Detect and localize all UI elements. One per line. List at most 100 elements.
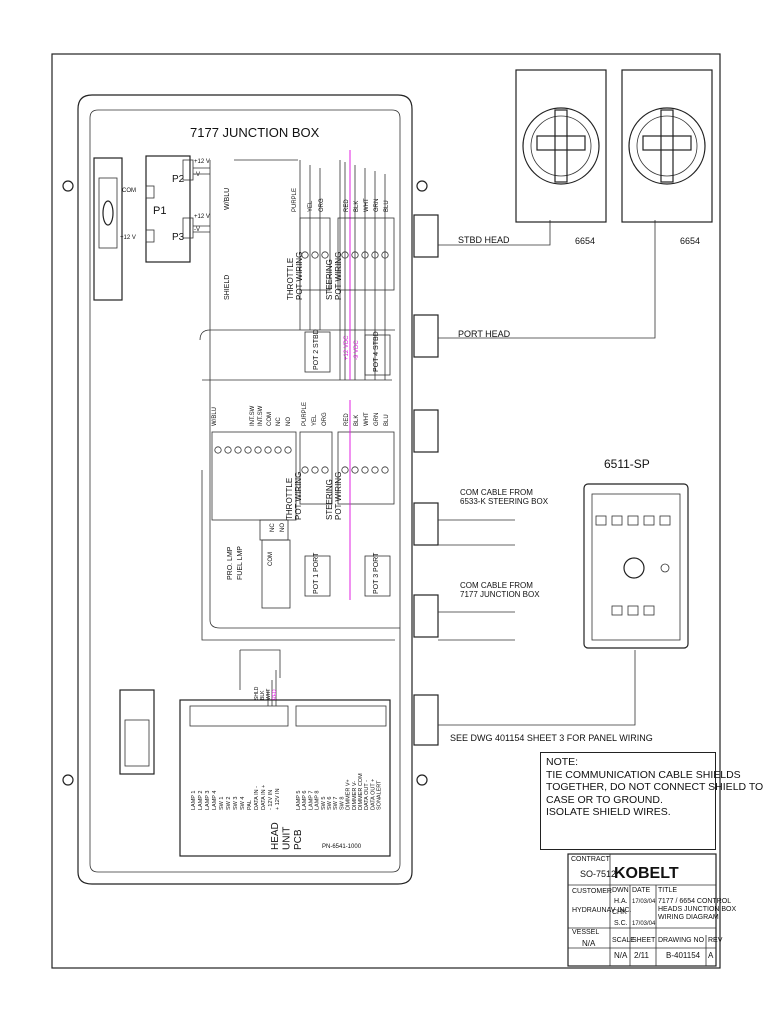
pcb-wire-label: BLK [260, 690, 266, 700]
pcb-terminal-label: DATA IN + [261, 785, 267, 810]
pot4-stbd [364, 334, 391, 376]
svg-text:YEL: YEL [308, 200, 314, 212]
svg-text:PN-6541-1000: PN-6541-1000 [322, 844, 362, 850]
terminal-screw [224, 446, 232, 454]
svg-text:6654: 6654 [680, 236, 700, 246]
pcb-terminal-label: LAMP 2 [198, 791, 204, 810]
company-logo: KOBELT [614, 865, 679, 882]
svg-text:CHK: CHK [612, 909, 627, 916]
terminal-screw [264, 446, 272, 454]
pcb-terminal-label: SW 6 [327, 797, 333, 810]
terminal-screw [381, 251, 389, 259]
svg-text:RED: RED [344, 413, 350, 426]
terminal-screw [311, 466, 319, 474]
svg-text:PURPLE: PURPLE [292, 188, 298, 212]
svg-text:-V: -V [194, 172, 200, 178]
terminal-screw [321, 466, 329, 474]
svg-text:THROTTLEPOT WIRING: THROTTLEPOT WIRING [285, 472, 303, 520]
svg-text:+12 VDC: +12 VDC [344, 335, 350, 360]
svg-text:2/11: 2/11 [634, 951, 650, 960]
svg-text:NC: NC [276, 417, 282, 426]
pot2-stbd [304, 331, 331, 373]
svg-text:POT 4 STBD: POT 4 STBD [373, 331, 380, 372]
svg-text:B-401154: B-401154 [666, 951, 701, 960]
svg-text:NC: NC [270, 523, 276, 532]
pcb-terminal-label: LAMP 6 [302, 791, 308, 810]
pot3-port [364, 555, 391, 597]
svg-text:GRN: GRN [374, 413, 380, 426]
pcb-terminal-label: PAL [247, 800, 253, 810]
svg-text:FUEL LMP: FUEL LMP [237, 546, 244, 580]
upper-pot-terminals: PURPLE YEL ORG RED BLK WHT GRN BLU THROT… [286, 150, 395, 380]
svg-text:SHIELD: SHIELD [224, 275, 231, 300]
see-dwg-note: SEE DWG 401154 SHEET 3 FOR PANEL WIRING [450, 733, 653, 743]
pcb-terminal-label: SW 3 [233, 797, 239, 810]
pcb-terminal-label: SW 5 [321, 797, 327, 810]
svg-text:P2: P2 [172, 174, 185, 185]
note-line: TOGETHER, DO NOT CONNECT SHIELD TO [546, 781, 764, 794]
pcb-terminal-label: DATA OUT - [364, 780, 370, 810]
terminal-screw [381, 466, 389, 474]
terminal-screw [234, 446, 242, 454]
svg-text:NO: NO [286, 417, 292, 426]
svg-text:BLU: BLU [384, 200, 390, 212]
pcb-terminal-label: LAMP 3 [205, 791, 211, 810]
svg-text:HEADUNITPCB: HEADUNITPCB [270, 822, 304, 850]
port-head-label: PORT HEAD [458, 329, 511, 339]
svg-text:W/BLU: W/BLU [224, 188, 231, 210]
terminal-screw [214, 446, 222, 454]
note-box: NOTE: TIE COMMUNICATION CABLE SHIELDS TO… [540, 752, 764, 850]
svg-text:PRO. LMP: PRO. LMP [227, 546, 234, 580]
svg-text:+12 V: +12 V [194, 159, 210, 165]
svg-text:HYDRAUNAV INC.: HYDRAUNAV INC. [572, 907, 631, 914]
pcb-terminal-label: - 12V IN [268, 790, 274, 810]
pcb-terminal-label: + 12V IN [275, 788, 281, 810]
svg-text:SO-7512: SO-7512 [580, 869, 616, 879]
svg-text:YEL: YEL [312, 414, 318, 426]
svg-text:W/BLU: W/BLU [212, 407, 218, 426]
svg-text:WHT: WHT [364, 198, 370, 212]
pcb-terminal-label: DATA OUT + [370, 779, 376, 810]
terminal-screw [284, 446, 292, 454]
pcb-terminal-label: LAMP 5 [296, 791, 302, 810]
svg-text:STEERINGPOT WIRING: STEERINGPOT WIRING [325, 472, 343, 520]
svg-text:INT.SW: INT.SW [250, 405, 256, 426]
svg-text:+12 V: +12 V [194, 214, 210, 220]
svg-text:SHEET: SHEET [632, 937, 656, 944]
pcb-terminal-label: DIMMER COM [358, 773, 364, 810]
svg-text:POT 3 PORT: POT 3 PORT [373, 552, 380, 594]
svg-text:COM: COM [122, 188, 136, 194]
note-line: TIE COMMUNICATION CABLE SHIELDS [546, 768, 741, 781]
pot1-port [304, 555, 331, 597]
svg-text:PURPLE: PURPLE [302, 402, 308, 426]
svg-text:17/03/04: 17/03/04 [632, 899, 656, 905]
svg-text:INT.SW: INT.SW [258, 405, 264, 426]
pcb-wire-label: RED [272, 689, 278, 700]
terminal-screw [274, 446, 282, 454]
svg-text:P1: P1 [153, 205, 166, 217]
svg-text:+12 V: +12 V [120, 235, 136, 241]
junction-box: 7177 JUNCTION BOX COM +12 V P1 P2 P3 +12… [62, 94, 428, 885]
terminal-screw [371, 251, 379, 259]
svg-text:BLK: BLK [354, 201, 360, 212]
note-line: ISOLATE SHIELD WIRES. [546, 806, 671, 819]
svg-text:N/A: N/A [582, 939, 596, 948]
terminal-screw [311, 251, 319, 259]
terminal-screw [341, 251, 349, 259]
note-title: NOTE: [546, 756, 579, 768]
svg-text:BLK: BLK [354, 415, 360, 426]
svg-text:P3: P3 [172, 232, 185, 243]
svg-text:N/A: N/A [614, 951, 628, 960]
pcb-terminal-label: SW 1 [219, 797, 225, 810]
pcb-wire-label: WHT [266, 689, 272, 700]
pcb-terminal-label: DIMMER V- [352, 781, 358, 810]
svg-text:ORG: ORG [322, 412, 328, 426]
svg-text:STEERINGPOT WIRING: STEERINGPOT WIRING [325, 252, 343, 300]
control-head-left: 6654 [515, 69, 607, 246]
note-line: CASE OR TO GROUND. [546, 793, 663, 806]
svg-text:COM: COM [268, 552, 274, 566]
svg-text:THROTTLEPOT WIRING: THROTTLEPOT WIRING [286, 252, 304, 300]
terminal-screws [214, 251, 389, 474]
svg-text:GRN: GRN [374, 199, 380, 212]
